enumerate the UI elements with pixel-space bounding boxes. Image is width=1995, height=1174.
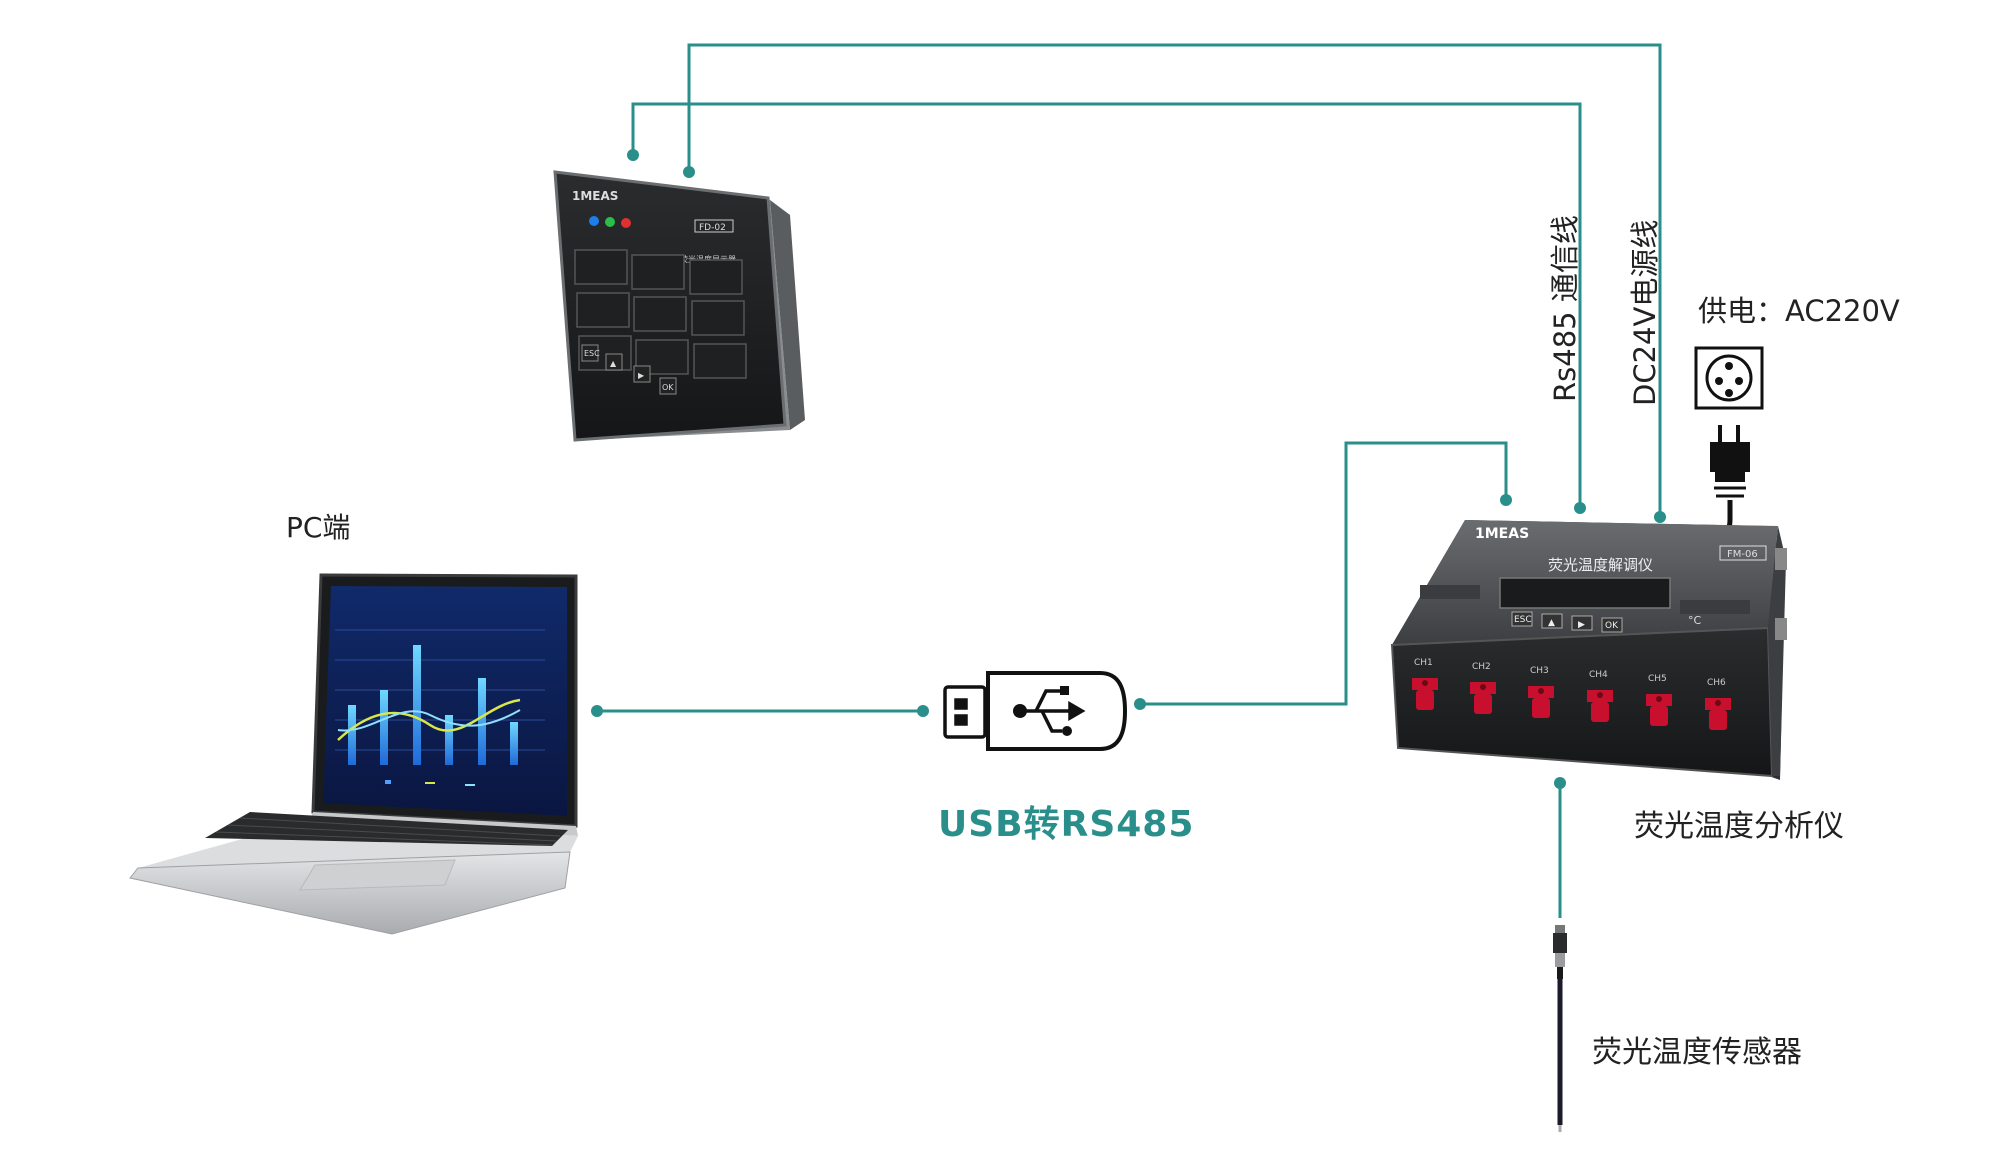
connector-dots bbox=[591, 149, 1666, 789]
channel-ports bbox=[1412, 678, 1731, 730]
analyzer-unit: 1MEAS FM-06 荧光温度解调仪 °C ESC ▲ ▶ OK CH1 CH… bbox=[1390, 520, 1787, 780]
analyzer-buttons: ESC ▲ ▶ OK bbox=[1511, 611, 1623, 633]
channel-port-icon bbox=[1412, 678, 1438, 710]
laptop-trackpad bbox=[299, 859, 456, 891]
svg-text:ESC: ESC bbox=[584, 349, 600, 358]
analyzer-title: 荧光温度解调仪 bbox=[1548, 556, 1653, 574]
channel-label: CH3 bbox=[1530, 666, 1549, 676]
svg-text:▶: ▶ bbox=[1578, 620, 1585, 630]
channel-port-icon bbox=[1587, 690, 1613, 722]
status-led-icon bbox=[605, 217, 615, 227]
svg-text:OK: OK bbox=[662, 383, 674, 392]
usb-to-analyzer-line bbox=[1140, 441, 1508, 706]
channel-port-icon bbox=[1646, 694, 1672, 726]
display-buttons: ESC ▲ ▶ OK bbox=[581, 344, 677, 395]
usb-icon bbox=[943, 671, 1128, 751]
svg-text:▲: ▲ bbox=[610, 359, 617, 368]
rs485-line-label: Rs485 通信线 bbox=[1548, 215, 1582, 402]
analyzer-brand: 1MEAS bbox=[1475, 526, 1529, 542]
laptop bbox=[129, 573, 578, 935]
channel-port-icon bbox=[1705, 698, 1731, 730]
fiber-sensor bbox=[1553, 925, 1567, 1132]
display-unit: 1MEAS FD-02 荧光温度显示器 ESC ▲ ▶ OK bbox=[553, 170, 805, 442]
display-model: FD-02 bbox=[699, 223, 726, 233]
dc24-line-label: DC24V电源线 bbox=[1628, 219, 1662, 406]
status-led-icon bbox=[589, 216, 599, 226]
channel-label: CH2 bbox=[1472, 662, 1491, 672]
pc-label: PC端 bbox=[286, 511, 351, 544]
analyzer-display bbox=[1499, 577, 1671, 609]
sensor-label: 荧光温度传感器 bbox=[1592, 1035, 1802, 1070]
analyzer-model: FM-06 bbox=[1727, 549, 1758, 560]
laptop-chart-bars bbox=[348, 645, 518, 765]
display-screen-grid bbox=[574, 249, 747, 379]
svg-text:ESC: ESC bbox=[1514, 615, 1532, 625]
channel-label: CH1 bbox=[1414, 658, 1433, 668]
channel-label: CH5 bbox=[1648, 674, 1667, 684]
channel-label: CH6 bbox=[1707, 678, 1726, 688]
usb-converter-label: USB转RS485 bbox=[938, 804, 1195, 845]
power-supply-label: 供电：AC220V bbox=[1698, 294, 1900, 328]
svg-text:OK: OK bbox=[1605, 621, 1619, 631]
analyzer-label: 荧光温度分析仪 bbox=[1634, 809, 1844, 844]
display-title: 荧光温度显示器 bbox=[680, 254, 736, 264]
channel-port-icon bbox=[1528, 686, 1554, 718]
display-brand: 1MEAS bbox=[572, 189, 618, 203]
svg-text:▲: ▲ bbox=[1548, 618, 1555, 628]
status-led-icon bbox=[621, 218, 631, 228]
dc24-power-line bbox=[687, 43, 1662, 517]
channel-labels: CH1 CH2 CH3 CH4 CH5 CH6 bbox=[1414, 658, 1726, 688]
connector-lines bbox=[597, 43, 1662, 918]
svg-text:▶: ▶ bbox=[638, 371, 645, 380]
channel-label: CH4 bbox=[1589, 670, 1608, 680]
analyzer-unit-label: °C bbox=[1688, 614, 1702, 627]
analyzer-vents bbox=[1420, 585, 1750, 614]
rs485-comm-line bbox=[631, 102, 1582, 508]
power-outlet-icon bbox=[1694, 346, 1764, 410]
channel-port-icon bbox=[1470, 682, 1496, 714]
keyboard-keys bbox=[215, 817, 561, 846]
laptop-chart-line-b bbox=[337, 709, 521, 732]
laptop-chart-line-a bbox=[337, 698, 521, 741]
